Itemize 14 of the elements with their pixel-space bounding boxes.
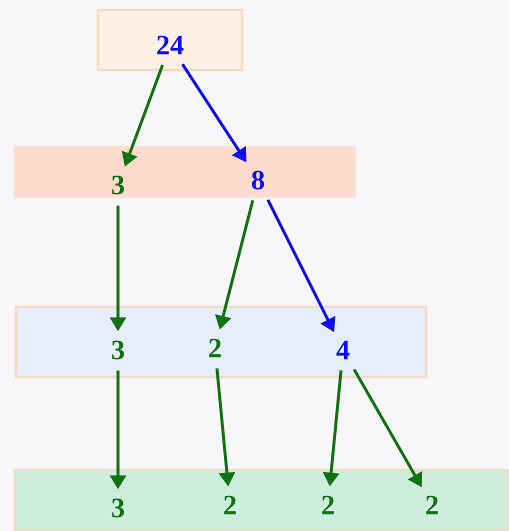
band-box <box>14 468 509 531</box>
number: 3 <box>112 340 124 360</box>
number: 4 <box>336 340 350 360</box>
number: 3 <box>112 176 124 194</box>
band-box <box>14 306 428 378</box>
number: 2 <box>209 338 221 358</box>
number: 2 <box>426 496 438 514</box>
band-box <box>96 8 244 72</box>
number: 24 <box>157 36 184 54</box>
number: 3 <box>112 498 124 518</box>
number: 8 <box>252 170 264 190</box>
number: 2 <box>322 496 334 514</box>
number: 2 <box>224 496 236 514</box>
band-box <box>14 146 356 198</box>
